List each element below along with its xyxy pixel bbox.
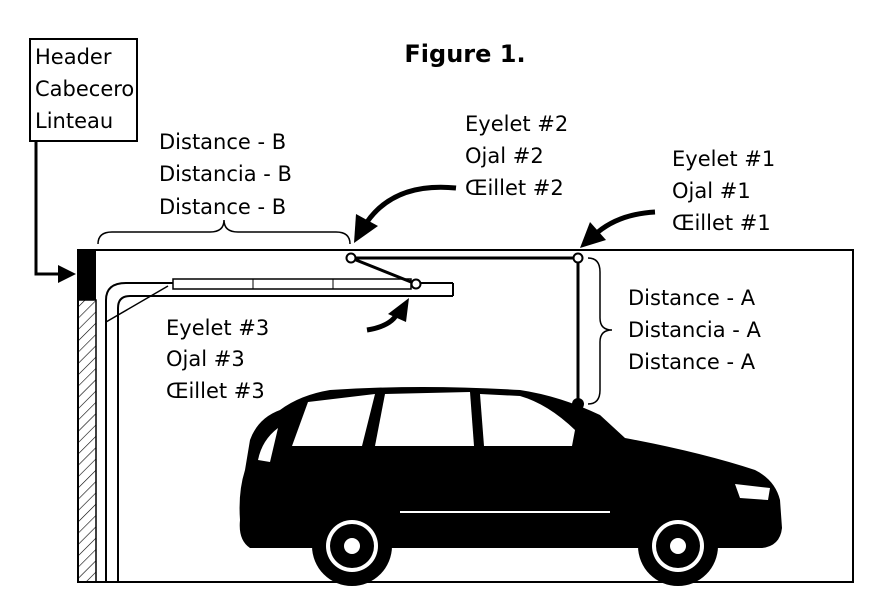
eyelet-2-label: Eyelet #2 Ojal #2 Œillet #2: [465, 112, 568, 200]
eyelet-1-arrow: [580, 209, 656, 248]
eyelet-3-fr: Œillet #3: [166, 379, 265, 403]
eyelet-1-es: Ojal #1: [672, 179, 751, 203]
distance-b-label: Distance - B Distancia - B Distance - B: [159, 130, 292, 219]
eyelet-1-en: Eyelet #1: [672, 147, 775, 171]
garage-outline: [77, 249, 854, 583]
eyelet-3-es: Ojal #3: [166, 347, 245, 371]
header-block: [78, 250, 96, 300]
distance-a-es: Distancia - A: [628, 318, 762, 342]
eyelet-1-label: Eyelet #1 Ojal #1 Œillet #1: [672, 147, 775, 235]
distance-b-es: Distancia - B: [159, 162, 292, 186]
opener-rail: [172, 278, 412, 290]
wall-hatch: [77, 299, 97, 583]
eyelet-3-ring: [410, 278, 422, 290]
eyelet-1-fr: Œillet #1: [672, 211, 771, 235]
door-track: [105, 282, 454, 582]
car-silhouette: [239, 387, 783, 586]
header-label-fr: Linteau: [35, 109, 113, 133]
eyelet-2-arrow: [354, 184, 457, 243]
eyelet-2-fr: Œillet #2: [465, 176, 564, 200]
eyelet-2-es: Ojal #2: [465, 144, 544, 168]
eyelet-2-en: Eyelet #2: [465, 112, 568, 136]
eyelet-2-ring: [345, 252, 357, 264]
distance-a-en: Distance - A: [628, 286, 756, 310]
distance-b-fr: Distance - B: [159, 195, 286, 219]
eyelet-3-arrow: [366, 298, 409, 333]
header-label-en: Header: [35, 45, 112, 69]
distance-a-fr: Distance - A: [628, 350, 756, 374]
eyelet-3-label: Eyelet #3 Ojal #3 Œillet #3: [166, 316, 269, 403]
eyelet-3-en: Eyelet #3: [166, 316, 269, 340]
header-label-es: Cabecero: [35, 77, 134, 101]
figure-title: Figure 1.: [404, 40, 525, 68]
header-arrow: [34, 141, 76, 283]
hanger-assembly: [345, 252, 584, 410]
distance-a-brace: [587, 257, 613, 405]
distance-a-label: Distance - A Distancia - A Distance - A: [628, 286, 762, 374]
distance-b-en: Distance - B: [159, 130, 286, 154]
distance-b-brace: [97, 219, 351, 245]
eyelet-1-ring: [572, 252, 584, 264]
header-label-box: Header Cabecero Linteau: [29, 38, 138, 142]
